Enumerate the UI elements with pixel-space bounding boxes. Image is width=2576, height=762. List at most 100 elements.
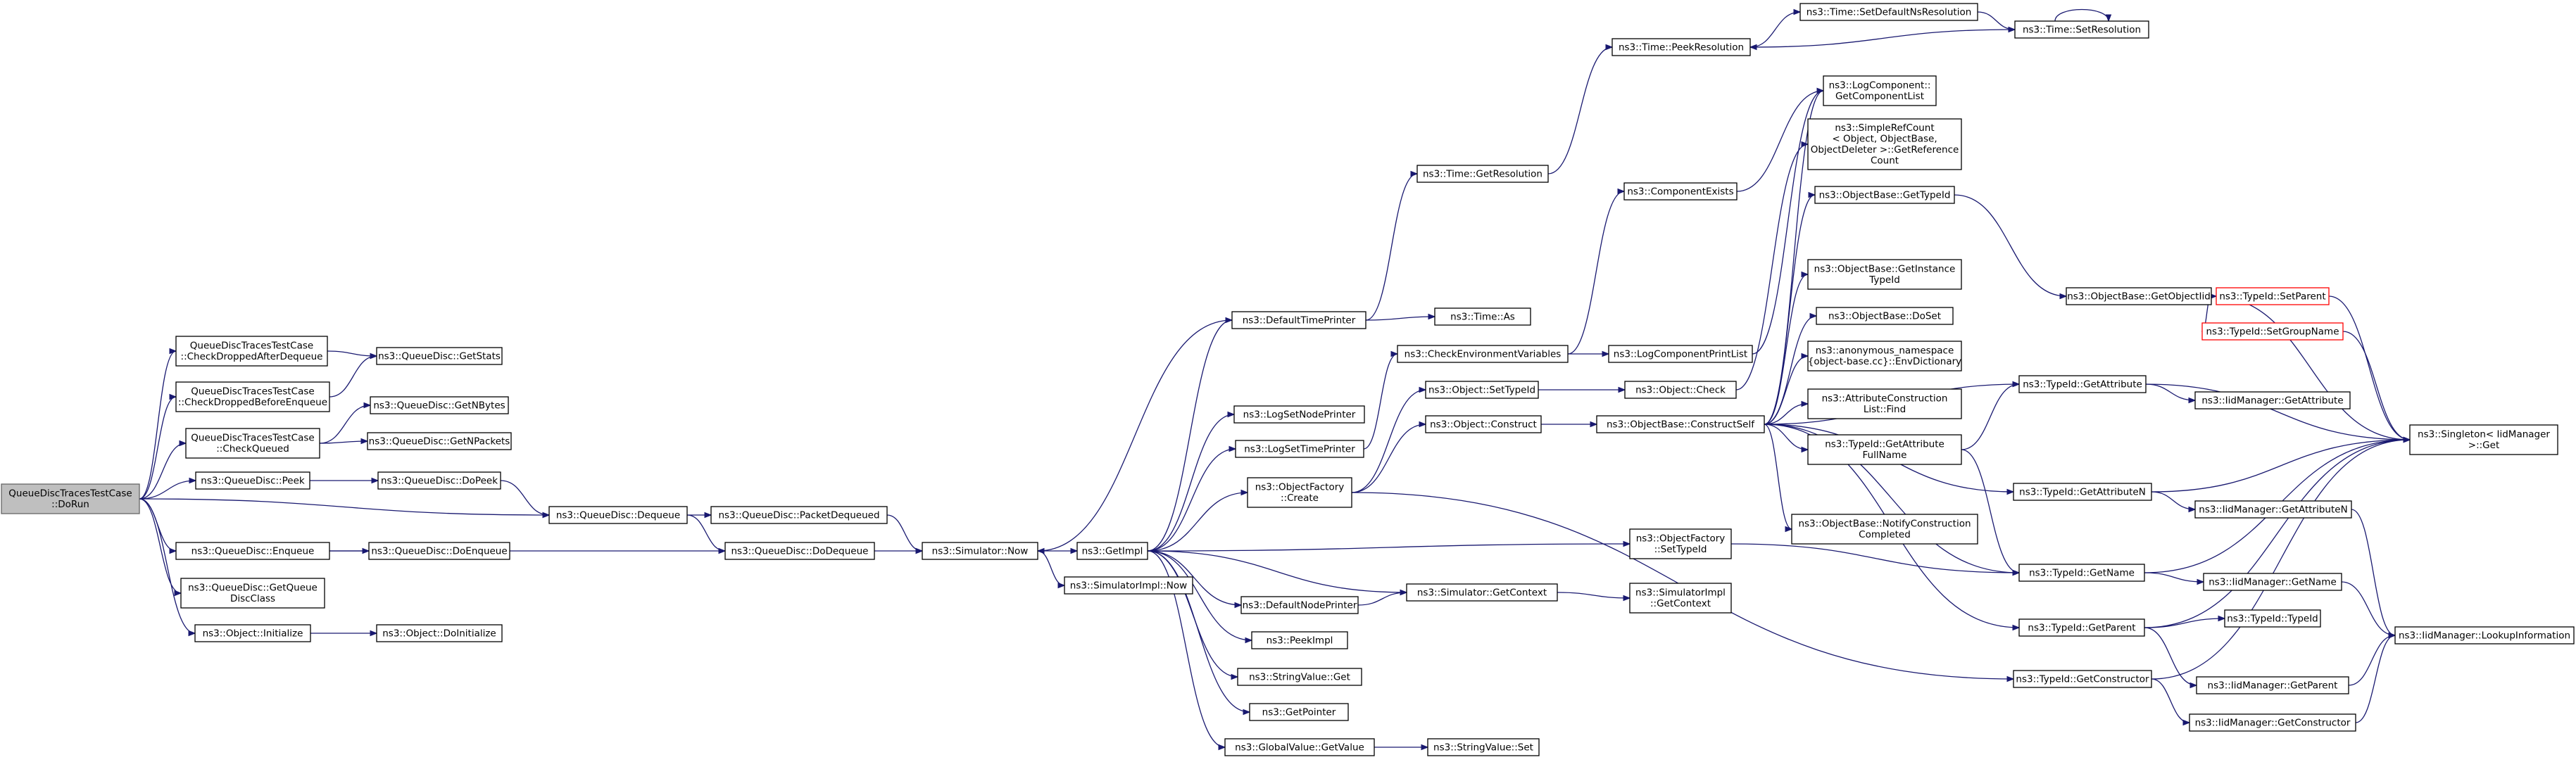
node-box[interactable] [175, 381, 330, 412]
node-box[interactable] [922, 542, 1038, 560]
node-box[interactable] [724, 542, 875, 560]
node-box[interactable] [1623, 182, 1738, 201]
node-getptr[interactable]: ns3::GetPointer [1249, 703, 1349, 721]
node-peek[interactable]: ns3::QueueDisc::Peek [195, 471, 310, 490]
node-box[interactable] [1249, 703, 1349, 721]
node-box[interactable] [1076, 542, 1148, 560]
node-ofsettid[interactable]: ns3::ObjectFactory::SetTypeId [1629, 528, 1732, 559]
node-enq[interactable]: ns3::QueueDisc::Enqueue [175, 542, 330, 560]
node-box[interactable] [1807, 434, 1962, 465]
node-box[interactable] [1233, 405, 1365, 424]
node-box[interactable] [1251, 631, 1348, 649]
node-box[interactable] [1629, 528, 1732, 559]
node-box[interactable] [1406, 583, 1558, 602]
node-box[interactable] [2203, 573, 2342, 591]
node-tpeekres[interactable]: ns3::Time::PeekResolution [1611, 38, 1751, 56]
node-tsdnr[interactable]: ns3::Time::SetDefaultNsResolution [1799, 3, 1978, 21]
node-tgetparent[interactable]: ns3::TypeId::GetParent [2018, 618, 2145, 637]
node-tsetres[interactable]: ns3::Time::SetResolution [2014, 20, 2149, 39]
node-tgetctor[interactable]: ns3::TypeId::GetConstructor [2013, 670, 2152, 688]
node-box[interactable] [1247, 477, 1352, 508]
node-gstats[interactable]: ns3::QueueDisc::GetStats [376, 347, 503, 365]
node-box[interactable] [2014, 20, 2149, 39]
node-box[interactable] [2216, 287, 2330, 305]
node-box[interactable] [195, 471, 310, 490]
node-iidlookup[interactable]: ns3::IidManager::LookupInformation [2394, 626, 2575, 644]
node-box[interactable] [1, 483, 140, 514]
node-obdoset[interactable]: ns3::ObjectBase::DoSet [1816, 307, 1954, 325]
node-gnbytes[interactable]: ns3::QueueDisc::GetNBytes [370, 396, 509, 414]
node-ocheck[interactable]: ns3::Object::Check [1624, 381, 1737, 399]
node-box[interactable] [367, 432, 512, 450]
node-tgetname[interactable]: ns3::TypeId::GetName [2018, 564, 2145, 582]
node-box[interactable] [2018, 375, 2147, 393]
node-box[interactable] [1596, 415, 1765, 433]
node-box[interactable] [377, 471, 501, 490]
node-gnpkts[interactable]: ns3::QueueDisc::GetNPackets [367, 432, 512, 450]
node-tgetattr[interactable]: ns3::TypeId::GetAttribute [2018, 375, 2147, 393]
node-box[interactable] [1416, 165, 1549, 183]
node-box[interactable] [1611, 38, 1751, 56]
node-simplgetctx[interactable]: ns3::SimulatorImpl::GetContext [1629, 583, 1732, 614]
node-simplnow[interactable]: ns3::SimulatorImpl::Now [1064, 576, 1193, 595]
node-box[interactable] [548, 506, 688, 524]
node-obnotify[interactable]: ns3::ObjectBase::NotifyConstructionCompl… [1791, 514, 1978, 545]
node-dopeek[interactable]: ns3::QueueDisc::DoPeek [377, 471, 501, 490]
node-iidgetparent[interactable]: ns3::IidManager::GetParent [2196, 676, 2349, 694]
node-cdbe[interactable]: QueueDiscTracesTestCase::CheckDroppedBef… [175, 381, 330, 412]
node-obgetoid[interactable]: ns3::ObjectBase::GetObjectIid [2066, 287, 2212, 305]
node-box[interactable] [2194, 391, 2351, 409]
node-oinit[interactable]: ns3::Object::Initialize [194, 624, 311, 642]
node-box[interactable] [175, 336, 328, 367]
node-box[interactable] [2394, 626, 2575, 644]
node-box[interactable] [1791, 514, 1978, 545]
node-box[interactable] [1425, 415, 1542, 433]
node-peekimpl[interactable]: ns3::PeekImpl [1251, 631, 1348, 649]
node-doenq[interactable]: ns3::QueueDisc::DoEnqueue [368, 542, 510, 560]
node-box[interactable] [2194, 500, 2352, 519]
node-ttypeid[interactable]: ns3::TypeId::TypeId [2224, 609, 2321, 628]
node-box[interactable] [2066, 287, 2212, 305]
node-cq[interactable]: QueueDiscTracesTestCase::CheckQueued [185, 428, 320, 459]
node-cev[interactable]: ns3::CheckEnvironmentVariables [1397, 345, 1569, 363]
node-dodeq[interactable]: ns3::QueueDisc::DoDequeue [724, 542, 875, 560]
node-getimpl[interactable]: ns3::GetImpl [1076, 542, 1148, 560]
node-pdeq[interactable]: ns3::QueueDisc::PacketDequeued [710, 506, 888, 524]
node-sgetctx[interactable]: ns3::Simulator::GetContext [1406, 583, 1558, 602]
node-box[interactable] [1807, 388, 1962, 419]
node-box[interactable] [175, 542, 330, 560]
node-cdad[interactable]: QueueDiscTracesTestCase::CheckDroppedAft… [175, 336, 328, 367]
node-box[interactable] [194, 624, 311, 642]
node-box[interactable] [2201, 322, 2344, 341]
node-box[interactable] [376, 347, 503, 365]
node-box[interactable] [185, 428, 320, 459]
node-box[interactable] [368, 542, 510, 560]
node-box[interactable] [1807, 341, 1962, 372]
node-singleton[interactable]: ns3::Singleton< IidManager>::Get [2409, 424, 2558, 455]
node-box[interactable] [1629, 583, 1732, 614]
node-box[interactable] [1807, 118, 1962, 170]
node-box[interactable] [710, 506, 888, 524]
node-svset[interactable]: ns3::StringValue::Set [1427, 738, 1540, 756]
node-box[interactable] [1235, 440, 1364, 458]
node-anon[interactable]: ns3::anonymous_namespace{object-base.cc}… [1807, 341, 1962, 372]
node-box[interactable] [2189, 713, 2356, 732]
node-snow[interactable]: ns3::Simulator::Now [922, 542, 1038, 560]
node-svget[interactable]: ns3::StringValue::Get [1237, 668, 1362, 686]
node-obcs[interactable]: ns3::ObjectBase::ConstructSelf [1596, 415, 1765, 433]
node-lcgcl[interactable]: ns3::LogComponent::GetComponentList [1823, 75, 1937, 106]
node-iidgetname[interactable]: ns3::IidManager::GetName [2203, 573, 2342, 591]
node-box[interactable] [2224, 609, 2321, 628]
node-tsetgroup[interactable]: ns3::TypeId::SetGroupName [2201, 322, 2344, 341]
node-box[interactable] [2196, 676, 2349, 694]
node-box[interactable] [1434, 307, 1531, 326]
node-gvget[interactable]: ns3::GlobalValue::GetValue [1224, 738, 1375, 756]
node-ofcreate[interactable]: ns3::ObjectFactory::Create [1247, 477, 1352, 508]
node-box[interactable] [1816, 307, 1954, 325]
node-box[interactable] [180, 578, 325, 609]
node-box[interactable] [1624, 381, 1737, 399]
node-box[interactable] [1823, 75, 1937, 106]
